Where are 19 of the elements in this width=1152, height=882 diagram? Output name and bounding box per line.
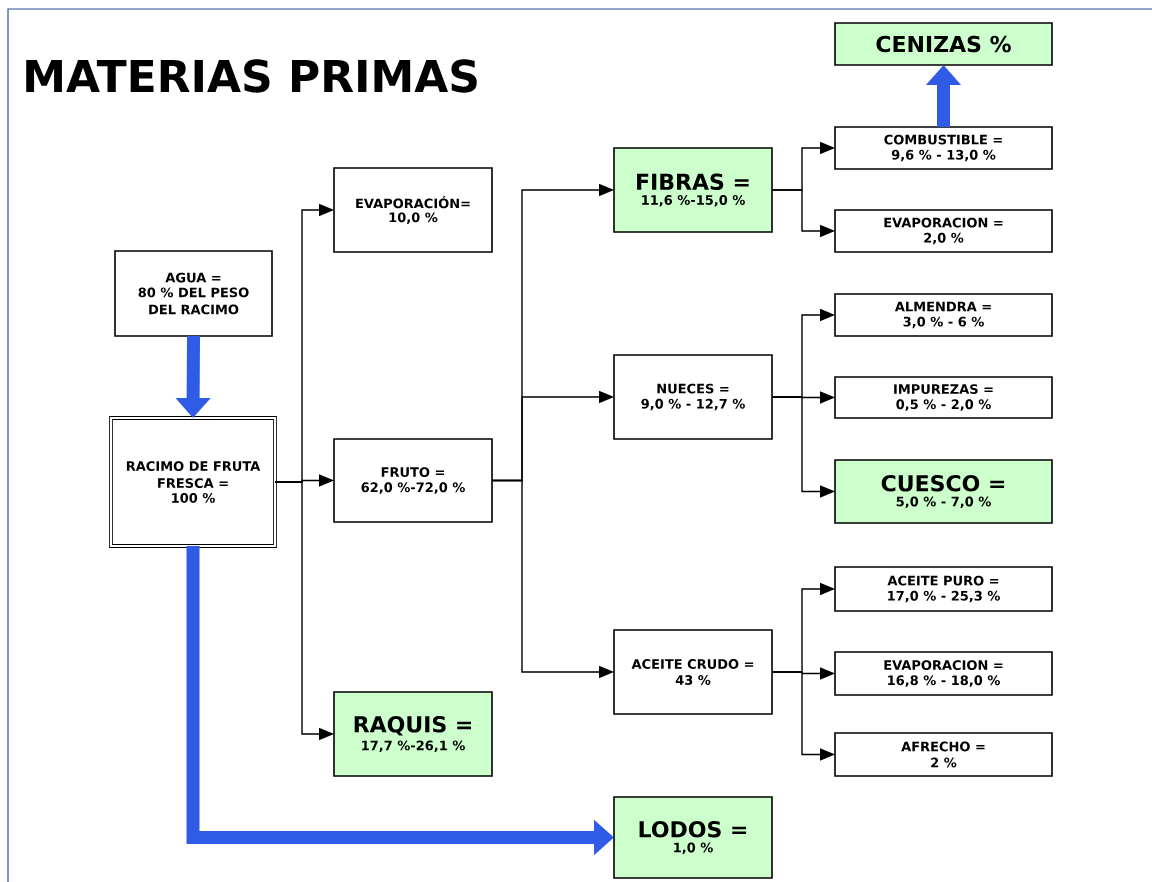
process-box: EVAPORACION = 16,8 % - 18,0 % — [834, 651, 1053, 696]
process-box: ACEITE CRUDO = 43 % — [613, 629, 773, 715]
process-box: AGUA = 80 % DEL PESO DEL RACIMO — [114, 250, 273, 337]
title: MATERIAS PRIMAS — [26, 59, 477, 93]
process-box: COMBUSTIBLE = 9,6 % - 13,0 % — [834, 126, 1053, 170]
product-box: FIBRAS = 11,6 %-15,0 % — [613, 147, 773, 233]
product-box: CENIZAS % — [834, 22, 1053, 66]
process-box: IMPUREZAS = 0,5 % - 2,0 % — [834, 376, 1053, 419]
process-box: EVAPORACIÓN= 10,0 % — [333, 167, 493, 253]
process-box: AFRECHO = 2 % — [834, 732, 1053, 777]
process-box: ALMENDRA = 3,0 % - 6 % — [834, 293, 1053, 337]
process-box: EVAPORACION = 2,0 % — [834, 209, 1053, 253]
process-box: FRUTO = 62,0 %-72,0 % — [333, 438, 493, 523]
process-box: NUECES = 9,0 % - 12,7 % — [613, 354, 773, 440]
product-box: RAQUIS = 17,7 %-26,1 % — [333, 691, 493, 777]
product-box: CUESCO = 5,0 % - 7,0 % — [834, 459, 1053, 524]
product-box: LODOS = 1,0 % — [613, 796, 773, 879]
process-box: RACIMO DE FRUTA FRESCA = 100 % — [109, 416, 277, 548]
process-box: ACEITE PURO = 17,0 % - 25,3 % — [834, 566, 1053, 612]
